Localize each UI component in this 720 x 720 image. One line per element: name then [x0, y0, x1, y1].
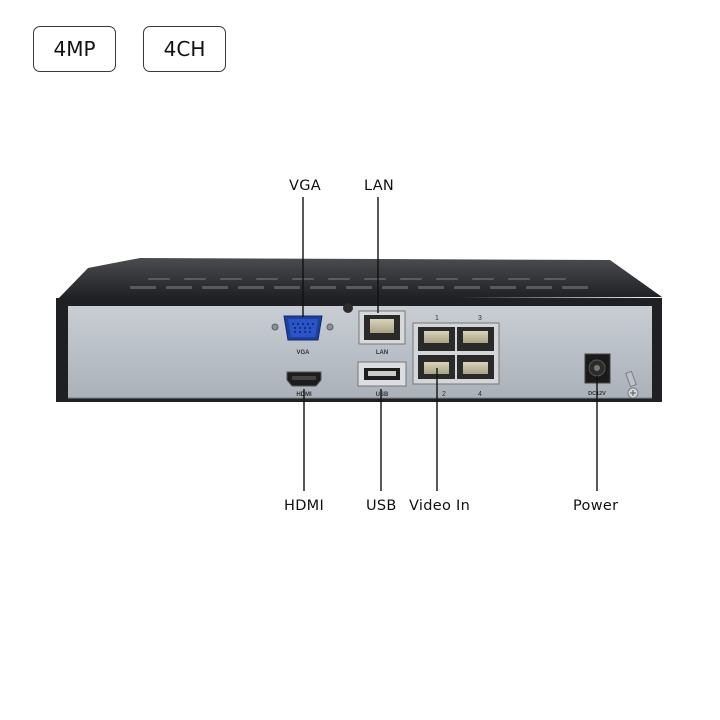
hdmi-port	[286, 371, 322, 387]
video-in-port-1	[418, 327, 455, 351]
usb-port	[357, 361, 407, 387]
lan-port	[358, 310, 406, 345]
panel-label-lan: LAN	[376, 350, 388, 356]
power-jack	[584, 353, 611, 384]
panel-label-usb: USB	[376, 392, 389, 398]
video-in-port-4	[457, 355, 494, 379]
ground-screw-icon	[625, 370, 639, 399]
callout-usb: USB	[366, 498, 397, 514]
callout-lan: LAN	[364, 178, 395, 194]
callout-vga: VGA	[289, 178, 321, 194]
panel-label-port-4: 4	[478, 391, 482, 398]
callout-lines	[302, 197, 598, 491]
spec-badge-channels: 4CH	[143, 26, 226, 72]
reset-hole	[343, 303, 353, 313]
callout-video-in: Video In	[409, 498, 471, 514]
video-in-ports	[412, 322, 500, 385]
spec-badge-resolution: 4MP	[33, 26, 116, 72]
panel-label-vga: VGA	[296, 350, 310, 356]
panel-label-port-3: 3	[478, 315, 482, 322]
panel-label-port-2: 2	[442, 391, 446, 398]
video-in-port-3	[457, 327, 494, 351]
panel-label-port-1: 1	[435, 315, 439, 322]
vga-port	[271, 315, 334, 341]
callout-power: Power	[573, 498, 619, 514]
callout-hdmi: HDMI	[284, 498, 325, 514]
